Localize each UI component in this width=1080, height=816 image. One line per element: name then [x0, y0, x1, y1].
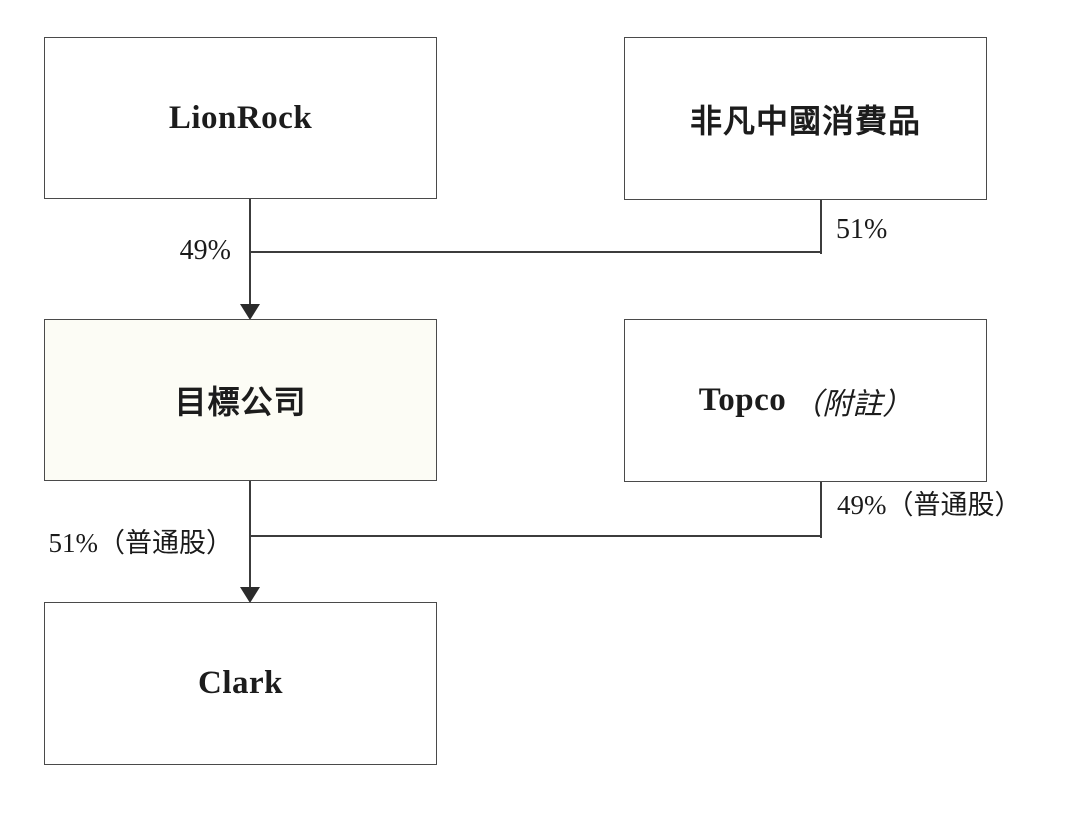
node-clark: Clark [44, 602, 437, 765]
arrowhead-into-target [240, 304, 260, 320]
node-lionrock-label: LionRock [168, 99, 313, 136]
edge-feifan-to-target-horizontal [249, 251, 822, 253]
node-lionrock: LionRock [44, 37, 437, 199]
edge-topco-vertical [820, 482, 822, 538]
edge-label-51-percent-ordinary-shares: 51%（普通股） [48, 528, 234, 558]
arrowhead-into-clark [240, 587, 260, 603]
node-target-company: 目標公司 [44, 319, 437, 481]
edge-label-51-percent: 51% [836, 214, 888, 245]
node-topco: Topco （附註） [624, 319, 987, 482]
node-feifan-china-consumer-label: 非凡中國消費品 [689, 102, 921, 139]
node-feifan-china-consumer: 非凡中國消費品 [624, 37, 987, 200]
edge-feifan-vertical [820, 200, 822, 254]
edge-label-49-percent: 49% [179, 235, 231, 266]
node-topco-label: Topco [698, 382, 787, 418]
edge-label-49-percent-ordinary-shares: 49%（普通股） [837, 490, 1022, 520]
node-topco-note: （附註） [792, 387, 913, 421]
edge-target-to-clark-vertical [249, 481, 251, 588]
edge-topco-to-clark-horizontal [249, 535, 822, 537]
node-target-company-label: 目標公司 [174, 384, 307, 420]
node-clark-label: Clark [198, 665, 283, 701]
